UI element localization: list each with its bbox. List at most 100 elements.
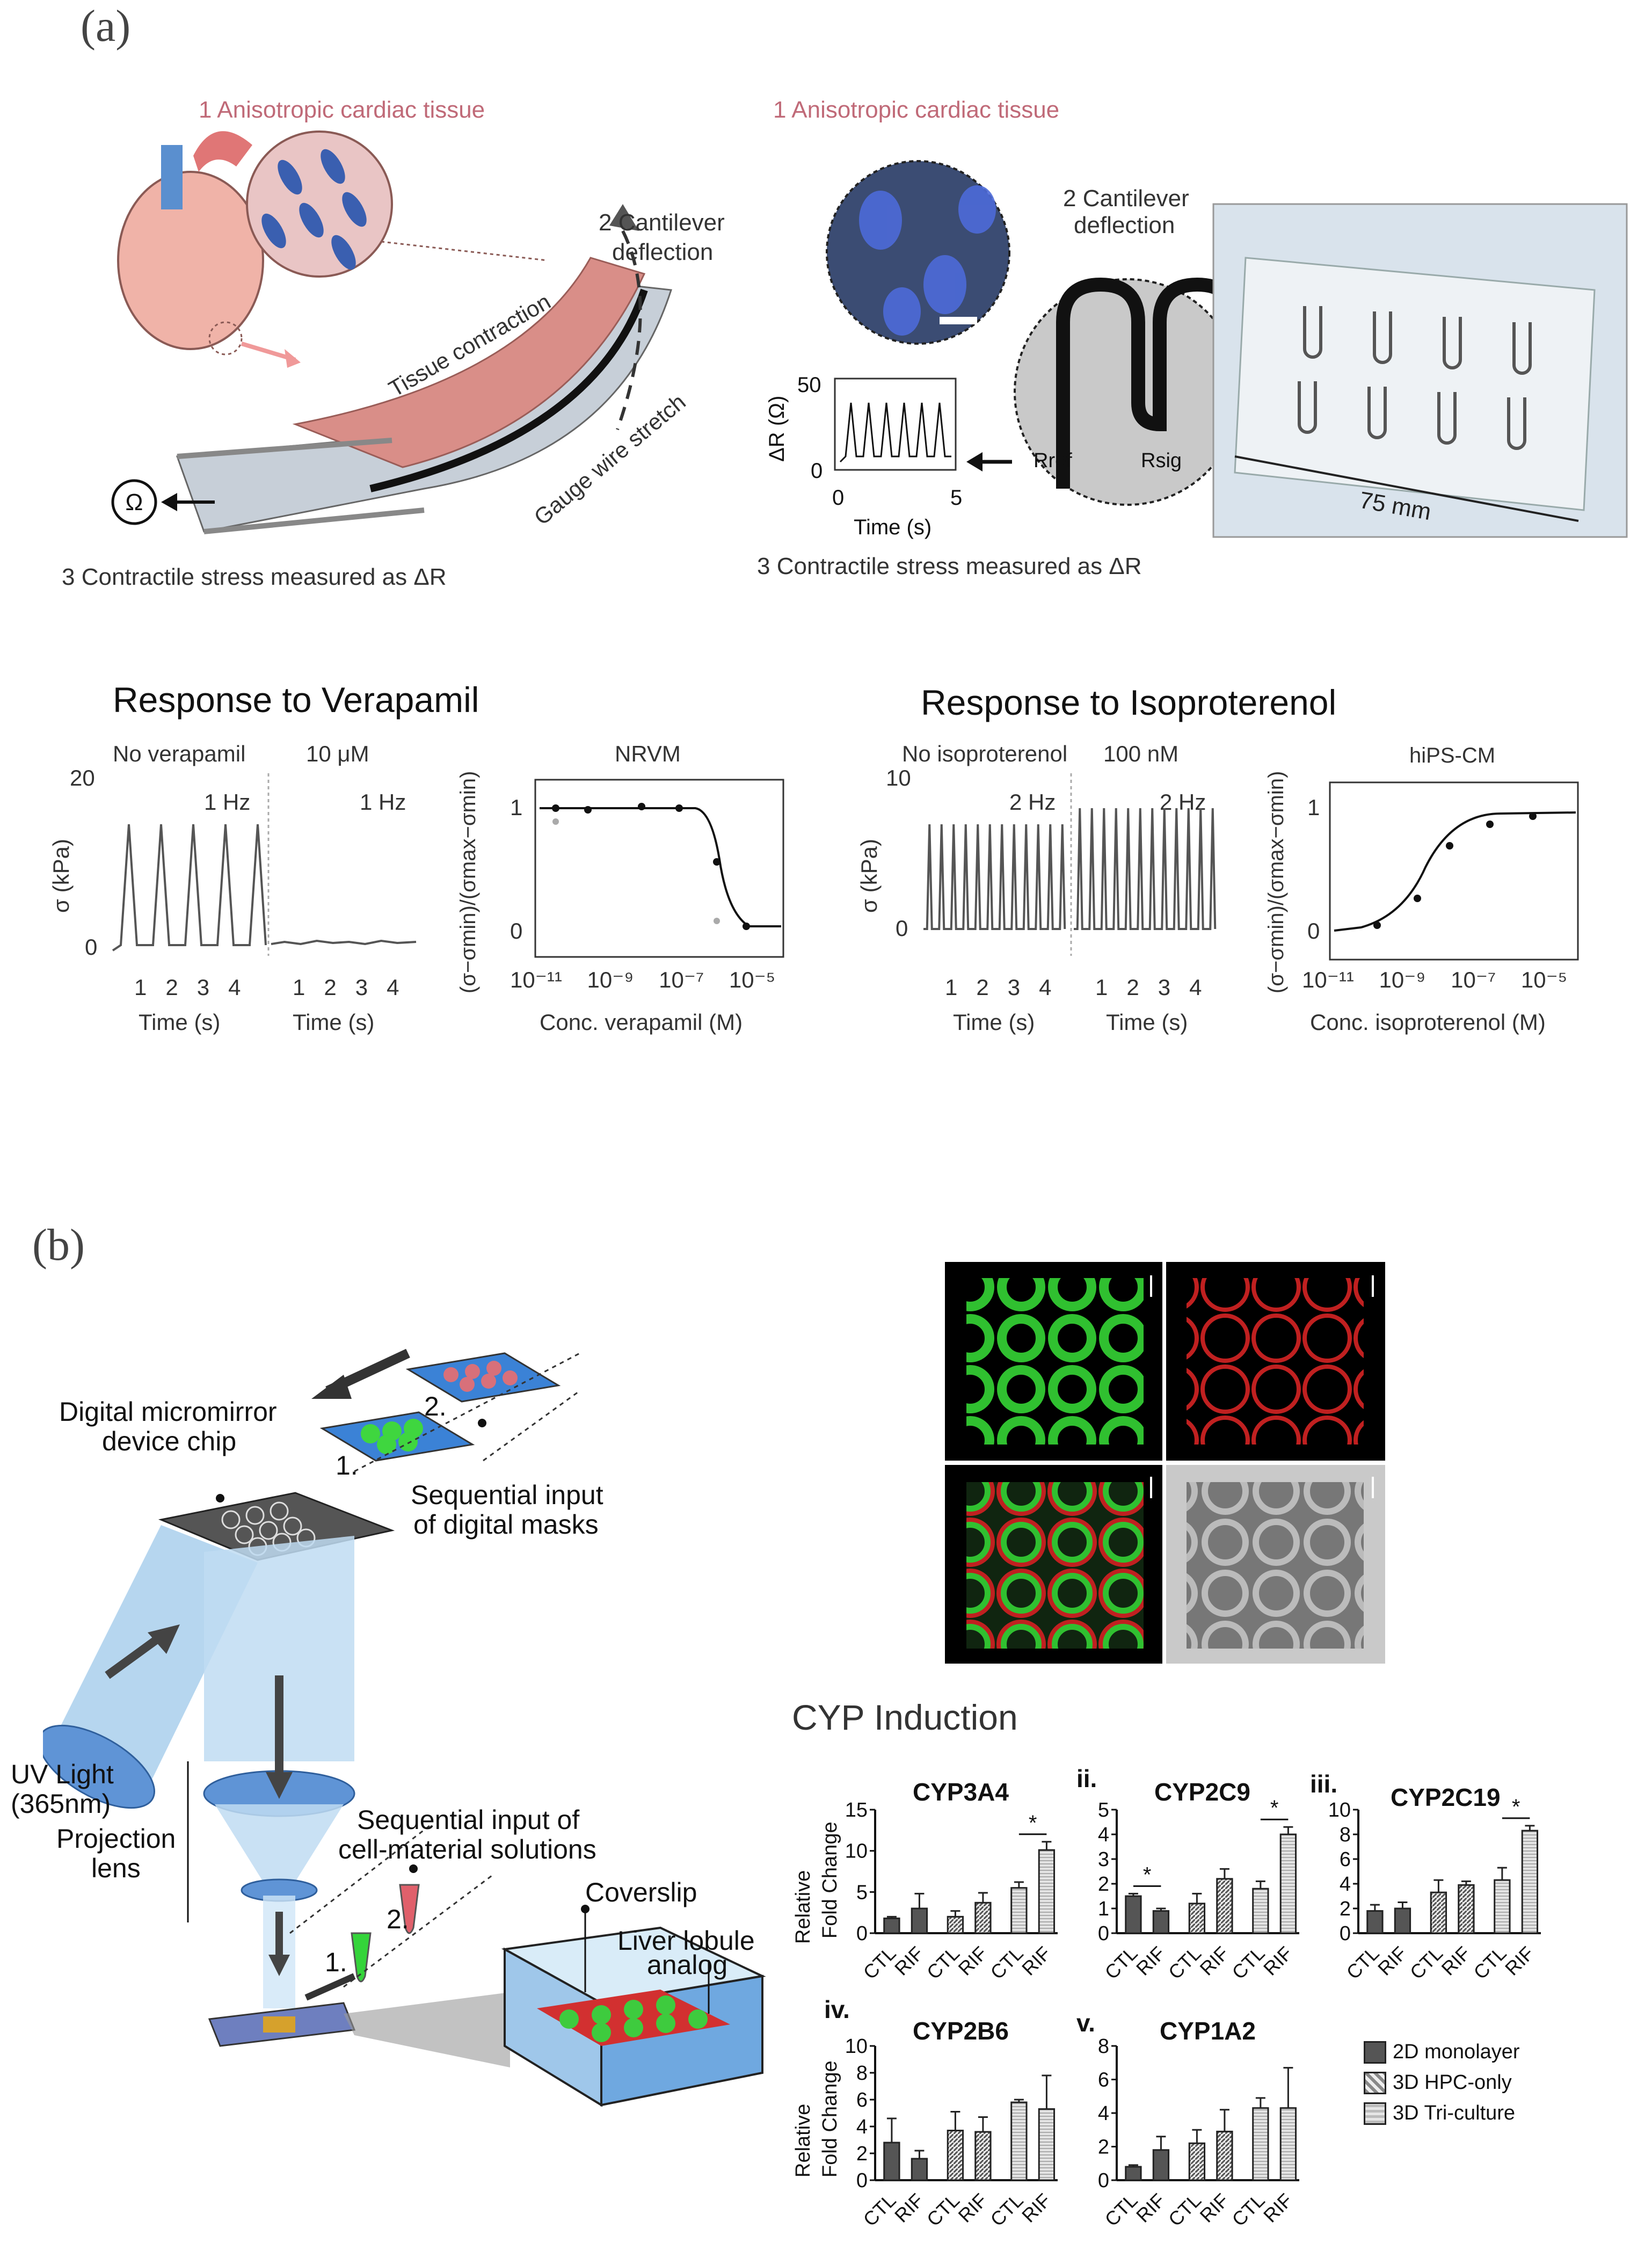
isoproterenol-dose-title: hiPS-CM — [1409, 744, 1496, 767]
r-ref-label: Rref — [1034, 449, 1072, 472]
category-label: RIF — [1017, 2189, 1055, 2227]
isoproterenol-traces — [923, 773, 1217, 956]
cantilever-schematic-left: Ω Tissue contraction Gauge wire stretch — [111, 130, 690, 534]
significance-star: * — [1143, 1863, 1152, 1886]
y-tick-label: 6 — [1098, 2069, 1109, 2092]
right-label-1: 1 Anisotropic cardiac tissue — [773, 97, 1060, 123]
y-tick-label: 10 — [845, 1840, 868, 1863]
right-label-2b: deflection — [1074, 212, 1175, 238]
y-tick-label: 4 — [1340, 1873, 1351, 1896]
lobule-label-a: Liver lobule — [617, 1926, 755, 1956]
bar — [1394, 1907, 1411, 1934]
bar — [1494, 1879, 1511, 1934]
bar — [1252, 1888, 1269, 1934]
chart-4-roman: iv. — [824, 1995, 850, 2023]
seq-masks-label-a: Sequential input — [411, 1480, 603, 1510]
verapamil-y-top: 20 — [70, 765, 95, 790]
legend-swatch-2d — [1364, 2041, 1386, 2064]
projection-label-a: Projection — [56, 1824, 176, 1854]
tube-2-label: 2. — [387, 1904, 409, 1934]
isoproterenol-control-trace — [923, 824, 1066, 930]
y-tick-label: 0 — [856, 2169, 868, 2192]
legend-swatch-tri — [1364, 2102, 1386, 2125]
y-tick-label: 10 — [845, 2035, 868, 2058]
ohm-symbol: Ω — [126, 489, 143, 516]
significance-star: * — [1512, 1799, 1520, 1819]
y-tick-label: 5 — [856, 1881, 868, 1904]
panel-b-letter: (b) — [32, 1220, 85, 1270]
verapamil-dose-curve — [534, 779, 784, 958]
category-label: RIF — [1132, 2189, 1169, 2227]
lobule-label-b: analog — [647, 1950, 728, 1980]
cyp-legend: 2D monolayer 3D HPC-only 3D Tri-culture — [1364, 2041, 1520, 2125]
isoproterenol-y-top: 10 — [886, 765, 911, 790]
ylabel-bottom-a: Relative — [792, 2103, 814, 2178]
verapamil-dose-xlabel: Conc. verapamil (M) — [540, 1010, 743, 1035]
bar — [1038, 1849, 1056, 1934]
legend-swatch-hpc — [1364, 2071, 1386, 2094]
verapamil-hz-2: 1 Hz — [360, 789, 406, 815]
category-label: RIF — [890, 2189, 928, 2227]
isoproterenol-xlabel-b: Time (s) — [1106, 1010, 1188, 1035]
cell-tube-2 — [399, 1884, 420, 1934]
category-label: RIF — [1132, 1942, 1169, 1980]
category-label: RIF — [1437, 1942, 1475, 1980]
verapamil-dose-y1: 1 — [510, 795, 523, 820]
bar — [1279, 1833, 1297, 1934]
verapamil-dose-xticks: 10⁻¹¹ 10⁻⁹ 10⁻⁷ 10⁻⁵ — [510, 967, 776, 992]
bar — [1010, 1887, 1028, 1934]
fluorescence-micrographs — [945, 1262, 1385, 1664]
bar — [1125, 1895, 1142, 1934]
inset-xlabel: Time (s) — [854, 516, 931, 539]
chart-3-title: CYP2C19 — [1391, 1783, 1501, 1811]
bar — [911, 1907, 928, 1934]
bar — [1125, 2166, 1142, 2181]
chart-3-roman: iii. — [1310, 1770, 1338, 1798]
bar — [1216, 2130, 1233, 2181]
cell-tube-1 — [351, 1932, 372, 1983]
inset-ylabel: ΔR (Ω) — [765, 396, 789, 462]
isoproterenol-drug-trace — [1074, 808, 1217, 930]
seq-masks-label-b: of digital masks — [413, 1509, 599, 1540]
inset-y-max: 50 — [797, 373, 821, 397]
bar — [947, 1915, 964, 1934]
y-tick-label: 4 — [1098, 2102, 1109, 2125]
category-label: RIF — [1196, 1942, 1233, 1980]
category-label: RIF — [1196, 2189, 1233, 2227]
y-tick-label: 8 — [1340, 1824, 1351, 1846]
bar — [1366, 1910, 1384, 1934]
bar — [1279, 2107, 1297, 2181]
legend-item-hpc: 3D HPC-only — [1364, 2071, 1520, 2094]
y-tick-label: 4 — [856, 2116, 868, 2138]
category-label: RIF — [1501, 1942, 1538, 1980]
chart-5-roman: v. — [1076, 2009, 1095, 2037]
category-label: RIF — [890, 1942, 928, 1980]
y-tick-label: 2 — [1098, 2136, 1109, 2159]
left-label-1: 1 Anisotropic cardiac tissue — [199, 97, 485, 123]
cantilever-schematic-right: 75 mm Rref Rsig 50 0 0 5 Time (s) ΔR (Ω) — [765, 160, 1628, 539]
y-tick-label: 10 — [1328, 1799, 1351, 1821]
verapamil-dose-ylabel: (σ−σmin)/(σmax−σmin) — [456, 771, 480, 993]
y-tick-label: 2 — [856, 2143, 868, 2165]
y-tick-label: 4 — [1098, 1824, 1109, 1846]
tube-1-label: 1. — [325, 1947, 347, 1977]
ylabel-top-a: Relative — [792, 1870, 814, 1944]
seq-cell-label-a: Sequential input of — [357, 1805, 580, 1835]
verapamil-control-trace — [112, 824, 267, 952]
panel-a-letter: (a) — [81, 1, 131, 51]
isoproterenol-dose-curve — [1329, 781, 1579, 961]
bioprinter-schematic — [43, 1348, 766, 2107]
bar — [1252, 2107, 1269, 2181]
dmd-label-a: Digital micromirror — [59, 1397, 277, 1427]
y-tick-label: 6 — [1340, 1848, 1351, 1871]
y-tick-label: 2 — [1098, 1873, 1109, 1896]
significance-star: * — [1270, 1799, 1279, 1820]
dmd-label-b: device chip — [102, 1426, 237, 1456]
bar — [1458, 1884, 1475, 1934]
verapamil-ticks-a: 1 2 3 4 — [134, 975, 241, 1000]
y-tick-label: 15 — [845, 1799, 868, 1821]
verapamil-xlabel-b: Time (s) — [293, 1010, 375, 1035]
